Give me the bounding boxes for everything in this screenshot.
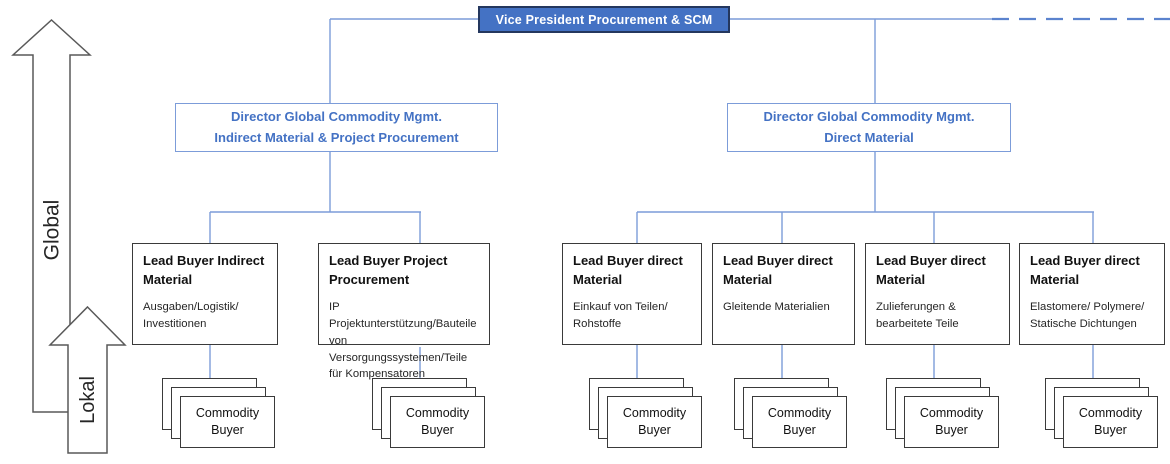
node-lead-buyer-indirect-material: Lead Buyer Indirect Material Ausgaben/Lo… <box>132 243 278 345</box>
lead-buyer-title: Lead Buyer Project Procurement <box>329 253 448 287</box>
commodity-buyer-stack: Commodity Buyer <box>372 378 485 448</box>
lead-buyer-title: Lead Buyer direct Material <box>1030 253 1140 287</box>
node-director-direct: Director Global Commodity Mgmt. Direct M… <box>727 103 1011 152</box>
lead-buyer-detail: IP Projektunterstützung/Bauteile von Ver… <box>329 300 477 381</box>
lead-buyer-detail: Zulieferungen & bearbeitete Teile <box>876 300 959 330</box>
lead-buyer-detail: Elastomere/ Polymere/ Statische Dichtung… <box>1030 300 1145 330</box>
director-title-line2: Direct Material <box>824 129 914 145</box>
stack-card-front: Commodity Buyer <box>904 396 999 448</box>
node-lead-buyer-direct-4: Lead Buyer direct Material Elastomere/ P… <box>1019 243 1165 345</box>
global-arrow <box>11 18 92 413</box>
director-title-line2: Indirect Material & Project Procurement <box>214 129 459 145</box>
lead-buyer-title: Lead Buyer direct Material <box>723 253 833 287</box>
lead-buyer-title: Lead Buyer Indirect Material <box>143 253 265 287</box>
director-title-line1: Director Global Commodity Mgmt. <box>763 109 975 125</box>
global-arrow-label: Global <box>41 200 64 261</box>
lead-buyer-title: Lead Buyer direct Material <box>573 253 683 287</box>
lead-buyer-detail: Gleitende Materialien <box>723 300 830 313</box>
node-vice-president: Vice President Procurement & SCM <box>478 6 730 33</box>
node-lead-buyer-direct-2: Lead Buyer direct Material Gleitende Mat… <box>712 243 855 345</box>
commodity-buyer-stack: Commodity Buyer <box>886 378 999 448</box>
stack-card-front: Commodity Buyer <box>180 396 275 448</box>
node-director-indirect: Director Global Commodity Mgmt. Indirect… <box>175 103 498 152</box>
stack-card-front: Commodity Buyer <box>752 396 847 448</box>
node-lead-buyer-direct-3: Lead Buyer direct Material Zulieferungen… <box>865 243 1010 345</box>
lead-buyer-detail: Ausgaben/Logistik/ Investitionen <box>143 300 239 330</box>
node-lead-buyer-direct-1: Lead Buyer direct Material Einkauf von T… <box>562 243 702 345</box>
stack-card-front: Commodity Buyer <box>1063 396 1158 448</box>
lead-buyer-title: Lead Buyer direct Material <box>876 253 986 287</box>
lokal-arrow <box>48 305 127 454</box>
commodity-buyer-stack: Commodity Buyer <box>589 378 702 448</box>
lokal-arrow-label: Lokal <box>77 376 99 424</box>
commodity-buyer-stack: Commodity Buyer <box>162 378 275 448</box>
stack-card-front: Commodity Buyer <box>390 396 485 448</box>
commodity-buyer-stack: Commodity Buyer <box>734 378 847 448</box>
node-lead-buyer-project-procurement: Lead Buyer Project Procurement IP Projek… <box>318 243 490 380</box>
director-title-line1: Director Global Commodity Mgmt. <box>231 109 442 125</box>
lead-buyer-detail: Einkauf von Teilen/ Rohstoffe <box>573 300 668 330</box>
stack-card-front: Commodity Buyer <box>607 396 702 448</box>
commodity-buyer-stack: Commodity Buyer <box>1045 378 1158 448</box>
connector-lines <box>209 18 1094 382</box>
